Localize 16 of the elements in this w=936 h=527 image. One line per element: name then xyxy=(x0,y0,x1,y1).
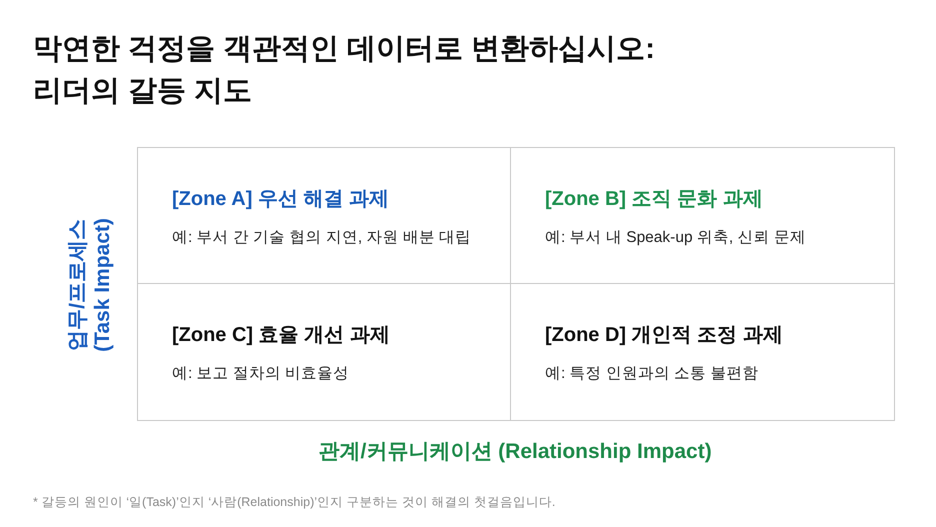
example-text: 예: 부서 내 Speak-up 위축, 신뢰 문제 xyxy=(545,228,806,248)
zone-heading: [Zone B] 조직 문화 과제 xyxy=(545,187,763,212)
axis-label: 업무/프로세스 (Task Impact) xyxy=(65,217,115,354)
title: 막연한 걱정을 객관적인 데이터로 변환하십시오: 리더의 갈등 지도 xyxy=(33,32,656,109)
quadrant-cell xyxy=(137,147,512,284)
zone-heading: [Zone D] 개인적 조정 과제 xyxy=(545,323,783,348)
example-text: 예: 보고 절차의 비효율성 xyxy=(172,364,350,384)
quadrant-cell xyxy=(510,147,895,284)
zone-heading: [Zone A] 우선 해결 과제 xyxy=(172,187,390,212)
footnote: * 갈등의 원인이 ‘일(Task)’인지 ‘사람(Relationship)’인지 구분하는 것이 해결의 첫걸음입니다. xyxy=(33,494,556,511)
example-text: 예: 부서 간 기술 협의 지연, 자원 배분 대립 xyxy=(172,228,472,248)
axis-label: 관계/커뮤니케이션 (Relationship Impact) xyxy=(318,439,712,465)
zone-heading: [Zone C] 효율 개선 과제 xyxy=(172,323,390,348)
quadrant-cell xyxy=(510,283,895,420)
example-text: 예: 특정 인원과의 소통 불편함 xyxy=(545,364,759,384)
quadrant-cell xyxy=(137,283,512,420)
